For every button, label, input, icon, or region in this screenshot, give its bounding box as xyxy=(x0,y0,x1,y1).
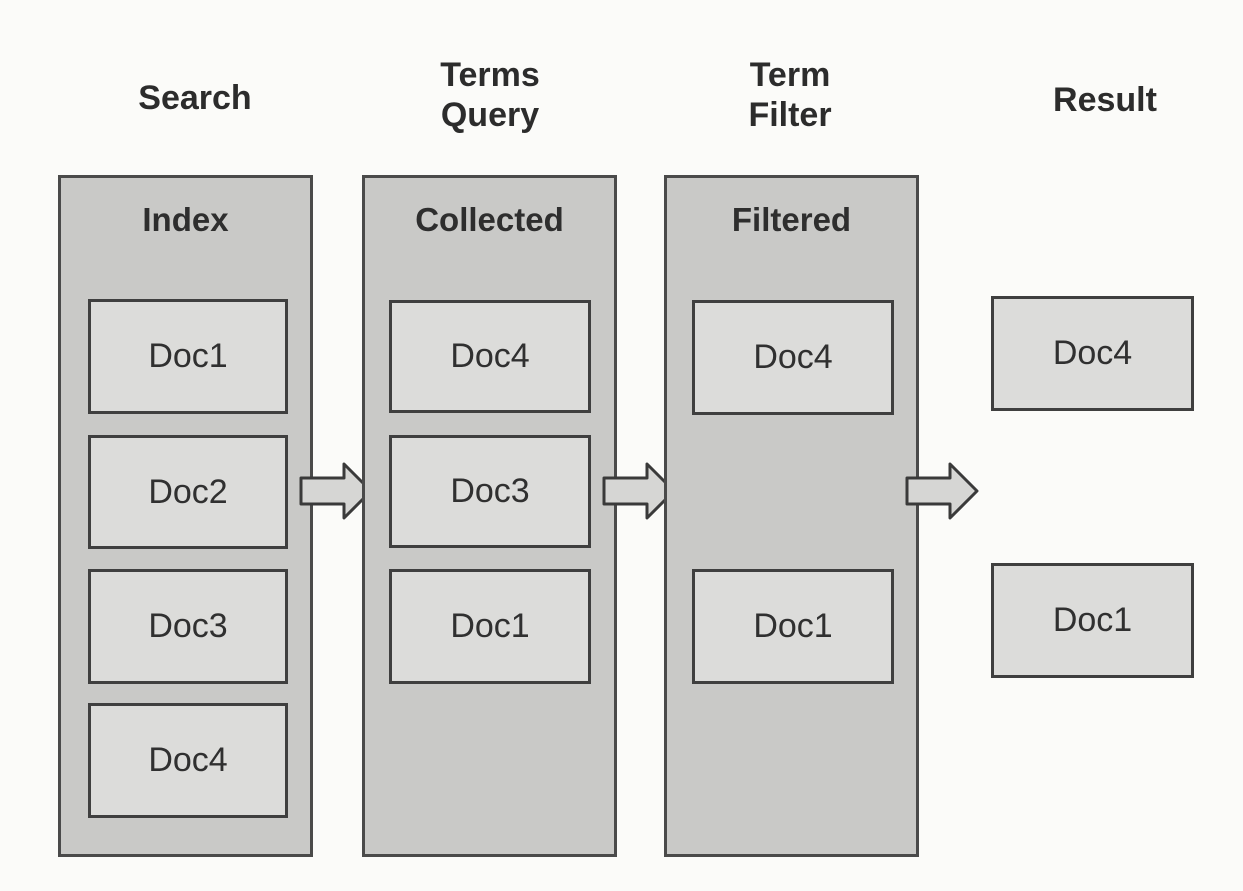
stage-title-term-filter-line-1: Term xyxy=(749,56,831,94)
filtered-column: Filtered Doc4 Doc1 xyxy=(664,175,919,857)
filtered-column-header: Filtered xyxy=(731,201,852,238)
stage-title-terms-query-line-1: Terms xyxy=(440,56,540,94)
collected-doc-1: Doc4 xyxy=(389,300,591,413)
collected-doc-3: Doc1 xyxy=(389,569,591,684)
stage-title-term-filter: Term Filter xyxy=(690,55,890,135)
flow-arrow-2-icon xyxy=(602,462,676,520)
stage-title-search-line-1: Search xyxy=(138,79,252,117)
collected-doc-2: Doc3 xyxy=(389,435,591,548)
result-doc-1: Doc4 xyxy=(991,296,1194,411)
stage-title-terms-query: Terms Query xyxy=(390,55,590,135)
stage-title-terms-query-line-2: Query xyxy=(440,96,540,134)
collected-column-header: Collected xyxy=(415,201,564,238)
index-column-header: Index xyxy=(142,201,229,238)
stage-title-result: Result xyxy=(1000,80,1210,120)
flow-arrow-3-icon xyxy=(905,462,979,520)
index-doc-3: Doc3 xyxy=(88,569,288,684)
index-doc-2: Doc2 xyxy=(88,435,288,549)
stage-title-search: Search xyxy=(90,78,300,118)
stage-title-term-filter-line-2: Filter xyxy=(748,96,832,134)
index-doc-4: Doc4 xyxy=(88,703,288,818)
stage-title-result-line-1: Result xyxy=(1053,81,1157,119)
filtered-doc-2: Doc1 xyxy=(692,569,894,684)
result-doc-2: Doc1 xyxy=(991,563,1194,678)
index-doc-1: Doc1 xyxy=(88,299,288,414)
collected-column: Collected Doc4 Doc3 Doc1 xyxy=(362,175,617,857)
flow-arrow-1-icon xyxy=(299,462,373,520)
index-column: Index Doc1 Doc2 Doc3 Doc4 xyxy=(58,175,313,857)
filtered-doc-1: Doc4 xyxy=(692,300,894,415)
